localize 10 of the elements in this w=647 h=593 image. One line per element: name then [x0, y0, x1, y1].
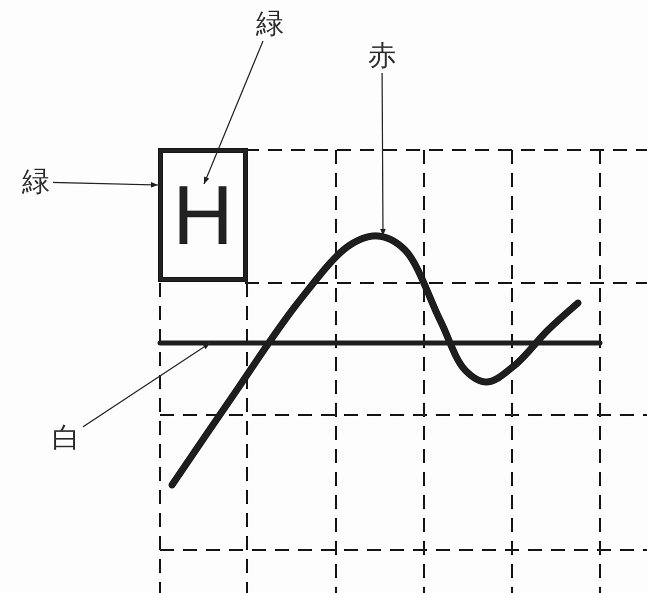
color-label: 白: [52, 424, 80, 452]
leader-arrow: [380, 73, 386, 236]
color-label: 赤: [368, 42, 396, 70]
color-label: 緑: [256, 10, 284, 38]
h-symbol-box: H: [158, 148, 248, 282]
leader-arrow: [82, 342, 210, 428]
baseline-line: [158, 340, 602, 346]
color-label: 緑: [22, 168, 50, 196]
leader-arrow: [52, 182, 158, 188]
leader-arrow: [203, 40, 264, 184]
